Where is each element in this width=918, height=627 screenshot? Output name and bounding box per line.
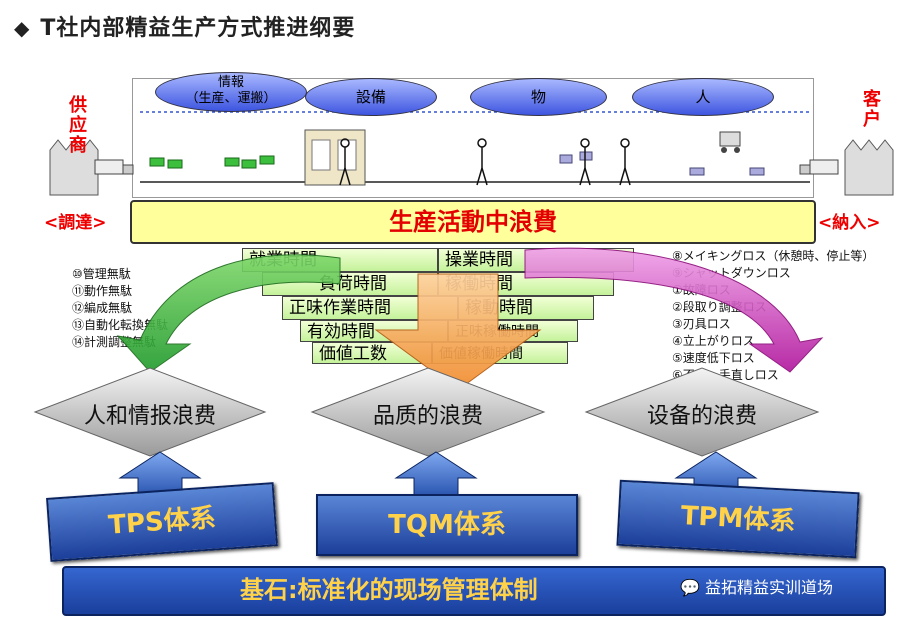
watermark: 💬 益拓精益实训道场 — [680, 574, 833, 598]
diamond-shape — [584, 367, 820, 457]
machine-icon — [304, 129, 366, 186]
production-waste-bar: 生産活動中浪費 — [130, 200, 816, 244]
diamond-bullet-icon: ◆ — [14, 16, 31, 40]
time-box-label: 操業時間 — [445, 250, 513, 270]
customer-factory-icon — [844, 139, 894, 196]
time-box-label: 価値工数 — [319, 344, 387, 364]
bubble-information-sublabel: （生産、運搬） — [185, 91, 277, 106]
foundation-bar — [62, 566, 886, 616]
list-item: ④立上がりロス — [672, 334, 755, 348]
material-boxes-icon — [149, 155, 275, 169]
bubble-people: 人 — [632, 78, 774, 116]
time-box-label: 正味作業時間 — [289, 298, 391, 318]
diamond-label-quality-waste: 品质的浪费 — [372, 404, 483, 429]
production-waste-text: 生産活動中浪費 — [389, 208, 557, 236]
tpm-system-label: TPM体系 — [679, 501, 797, 537]
diamond-label-equipment-waste: 设备的浪费 — [646, 404, 757, 429]
customer-char: 户 — [863, 109, 881, 130]
forklift-icon — [719, 131, 741, 153]
worker-icon — [339, 138, 351, 186]
worker-icon — [476, 138, 488, 186]
bubble-information-label: 情報 — [217, 75, 244, 90]
wechat-icon: 💬 — [680, 578, 700, 597]
supplier-label: 供 应 商 — [66, 96, 90, 156]
list-item: ⑫編成無駄 — [72, 301, 133, 315]
page-title: ◆ T社内部精益生产方式推进纲要 — [14, 10, 355, 42]
diamond-shape — [33, 367, 267, 457]
deliver-label: <納入> — [818, 213, 881, 233]
supplier-factory-icon — [49, 139, 99, 196]
list-item: ③刃具ロス — [672, 317, 731, 331]
watermark-text: 益拓精益实训道场 — [705, 578, 834, 597]
list-item: ⑩管理無駄 — [72, 267, 131, 281]
diamond-shape — [310, 367, 546, 457]
orange-down-arrow — [374, 273, 542, 391]
foundation-text: 基石:标准化的现场管理体制 — [240, 576, 538, 604]
supplier-char: 应 — [69, 115, 87, 136]
list-item: ⑤速度低下ロス — [672, 351, 755, 365]
supplier-char: 供 — [69, 95, 87, 116]
list-item: ⑬自動化転換無駄 — [72, 318, 169, 332]
customer-label: 客 户 — [860, 90, 884, 130]
tqm-system-box: TQM体系 — [316, 494, 578, 556]
bubble-material: 物 — [470, 78, 607, 116]
worker-icon — [579, 138, 591, 186]
procure-label: <調達> — [44, 213, 107, 233]
bubble-information: 情報 （生産、運搬） — [155, 72, 307, 112]
bubble-equipment: 設備 — [305, 78, 437, 116]
time-box-load-time: 負荷時間 — [262, 272, 438, 296]
truck-icon — [94, 159, 134, 175]
worker-icon — [619, 138, 631, 186]
waste-arrows-graphic — [33, 247, 824, 503]
supplier-char: 商 — [69, 135, 87, 156]
bubble-equipment-label: 設備 — [355, 88, 386, 106]
customer-char: 客 — [863, 89, 881, 110]
bubble-material-label: 物 — [530, 88, 546, 106]
list-item: ⑪動作無駄 — [72, 284, 133, 298]
bubble-people-label: 人 — [695, 88, 711, 106]
list-item: ⑧メイキングロス（休憩時、停止等） — [672, 249, 875, 263]
green-curved-arrow — [116, 254, 341, 373]
tqm-system-label: TQM体系 — [388, 510, 506, 540]
title-text: T社内部精益生产方式推进纲要 — [40, 16, 356, 41]
process-flow-graphic — [49, 111, 894, 196]
magenta-curved-arrow — [524, 247, 824, 373]
tpm-system-box: TPM体系 — [616, 479, 860, 559]
truck-icon — [799, 159, 839, 175]
diamond-label-people-info-waste: 人和情报浪费 — [83, 404, 216, 429]
time-box-label: 有効時間 — [307, 322, 375, 342]
material-boxes-icon — [559, 151, 765, 176]
tps-system-label: TPS体系 — [107, 503, 217, 541]
